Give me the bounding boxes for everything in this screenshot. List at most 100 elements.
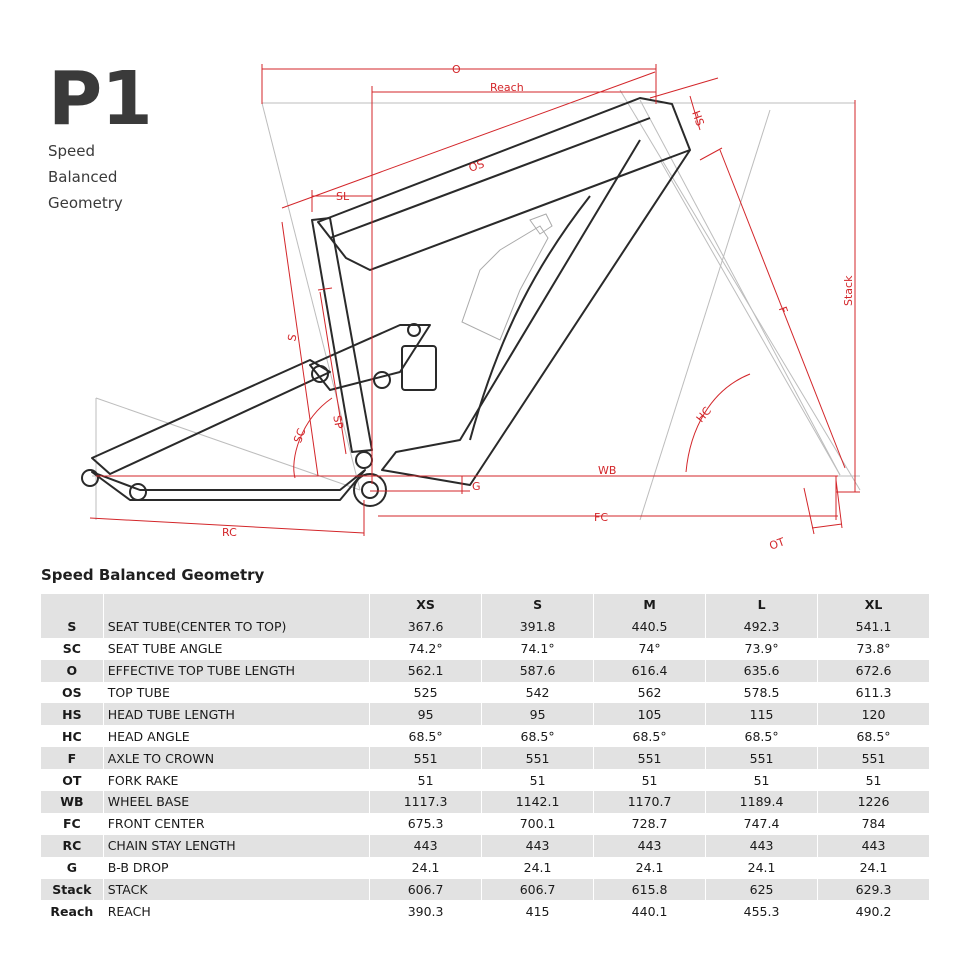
value-s: 391.8	[481, 615, 595, 638]
value-l: 578.5	[705, 681, 819, 704]
value-xs: 24.1	[369, 856, 483, 879]
value-xs: 525	[369, 681, 483, 704]
value-l: 625	[705, 878, 819, 901]
value-xs: 606.7	[369, 878, 483, 901]
value-xl: 551	[817, 747, 930, 770]
value-l: 51	[705, 769, 819, 792]
row-abbr: RC	[40, 834, 104, 857]
table-row: Stack STACK 606.7 606.7 615.8 625 629.3	[40, 878, 930, 901]
value-xs: 95	[369, 703, 483, 726]
header-size-m: M	[593, 594, 707, 616]
row-abbr: SC	[40, 637, 104, 660]
row-name: AXLE TO CROWN	[102, 747, 371, 770]
table-header-row: XS S M L XL	[40, 594, 930, 616]
value-xl: 629.3	[817, 878, 930, 901]
value-s: 700.1	[481, 812, 595, 835]
value-m: 105	[593, 703, 707, 726]
value-l: 635.6	[705, 659, 819, 682]
value-l: 455.3	[705, 900, 819, 923]
value-s: 74.1°	[481, 637, 595, 660]
row-abbr: O	[40, 659, 104, 682]
value-l: 68.5°	[705, 725, 819, 748]
row-name: WHEEL BASE	[102, 791, 371, 813]
value-l: 747.4	[705, 812, 819, 835]
header-abbr-cell	[40, 594, 104, 616]
row-name: CHAIN STAY LENGTH	[102, 834, 371, 857]
value-s: 51	[481, 769, 595, 792]
row-abbr: FC	[40, 812, 104, 835]
table-row: F AXLE TO CROWN 551 551 551 551 551	[40, 747, 930, 770]
value-m: 440.5	[593, 615, 707, 638]
table-row: Reach REACH 390.3 415 440.1 455.3 490.2	[40, 900, 930, 923]
table-row: O EFFECTIVE TOP TUBE LENGTH 562.1 587.6 …	[40, 659, 930, 682]
value-xl: 672.6	[817, 659, 930, 682]
value-m: 551	[593, 747, 707, 770]
brand-block: P1 Speed Balanced Geometry	[48, 56, 153, 214]
value-l: 73.9°	[705, 637, 819, 660]
value-l: 551	[705, 747, 819, 770]
value-l: 492.3	[705, 615, 819, 638]
value-xs: 51	[369, 769, 483, 792]
label-Reach: Reach	[490, 81, 524, 94]
row-name: SEAT TUBE(CENTER TO TOP)	[102, 615, 371, 638]
value-s: 24.1	[481, 856, 595, 879]
value-s: 95	[481, 703, 595, 726]
value-m: 728.7	[593, 812, 707, 835]
value-xs: 562.1	[369, 659, 483, 682]
value-s: 606.7	[481, 878, 595, 901]
row-name: EFFECTIVE TOP TUBE LENGTH	[102, 659, 371, 682]
label-WB: WB	[598, 464, 616, 477]
label-FC: FC	[594, 511, 608, 524]
value-m: 440.1	[593, 900, 707, 923]
row-name: REACH	[102, 900, 371, 923]
label-F: F	[776, 305, 790, 315]
row-abbr: Reach	[40, 900, 104, 923]
value-s: 587.6	[481, 659, 595, 682]
table-row: HC HEAD ANGLE 68.5° 68.5° 68.5° 68.5° 68…	[40, 725, 930, 748]
table-row: S SEAT TUBE(CENTER TO TOP) 367.6 391.8 4…	[40, 615, 930, 638]
value-xl: 73.8°	[817, 637, 930, 660]
header-size-l: L	[705, 594, 819, 616]
dimension-labels: O Reach HS OS SL Stack F S SC SP HC WB G…	[222, 63, 855, 553]
geometry-table: XS S M L XL S SEAT TUBE(CENTER TO TOP) 3…	[40, 594, 930, 923]
table-row: G B-B DROP 24.1 24.1 24.1 24.1 24.1	[40, 856, 930, 879]
model-name: P1	[48, 56, 153, 142]
value-s: 551	[481, 747, 595, 770]
label-SC: SC	[291, 426, 308, 445]
row-abbr: S	[40, 615, 104, 638]
value-l: 24.1	[705, 856, 819, 879]
value-xl: 120	[817, 703, 930, 726]
value-m: 24.1	[593, 856, 707, 879]
value-xl: 541.1	[817, 615, 930, 638]
table-title: Speed Balanced Geometry	[41, 566, 265, 584]
table-row: WB WHEEL BASE 1117.3 1142.1 1170.7 1189.…	[40, 791, 930, 813]
value-xl: 443	[817, 834, 930, 857]
label-HC: HC	[694, 404, 714, 425]
header-size-s: S	[481, 594, 595, 616]
value-s: 1142.1	[481, 791, 595, 813]
table-row: HS HEAD TUBE LENGTH 95 95 105 115 120	[40, 703, 930, 726]
header-name-cell	[102, 594, 371, 616]
table-row: FC FRONT CENTER 675.3 700.1 728.7 747.4 …	[40, 812, 930, 835]
row-abbr: F	[40, 747, 104, 770]
value-m: 51	[593, 769, 707, 792]
value-xl: 611.3	[817, 681, 930, 704]
value-m: 562	[593, 681, 707, 704]
value-xl: 51	[817, 769, 930, 792]
value-m: 616.4	[593, 659, 707, 682]
label-S: S	[285, 333, 299, 343]
label-SL: SL	[336, 190, 350, 203]
row-name: STACK	[102, 878, 371, 901]
value-m: 443	[593, 834, 707, 857]
bottle-outline	[461, 213, 553, 341]
value-xl: 784	[817, 812, 930, 835]
value-xl: 1226	[817, 791, 930, 813]
value-s: 68.5°	[481, 725, 595, 748]
value-s: 542	[481, 681, 595, 704]
row-abbr: WB	[40, 791, 104, 813]
row-name: B-B DROP	[102, 856, 371, 879]
value-xs: 443	[369, 834, 483, 857]
row-name: TOP TUBE	[102, 681, 371, 704]
label-G: G	[472, 480, 481, 493]
value-l: 1189.4	[705, 791, 819, 813]
